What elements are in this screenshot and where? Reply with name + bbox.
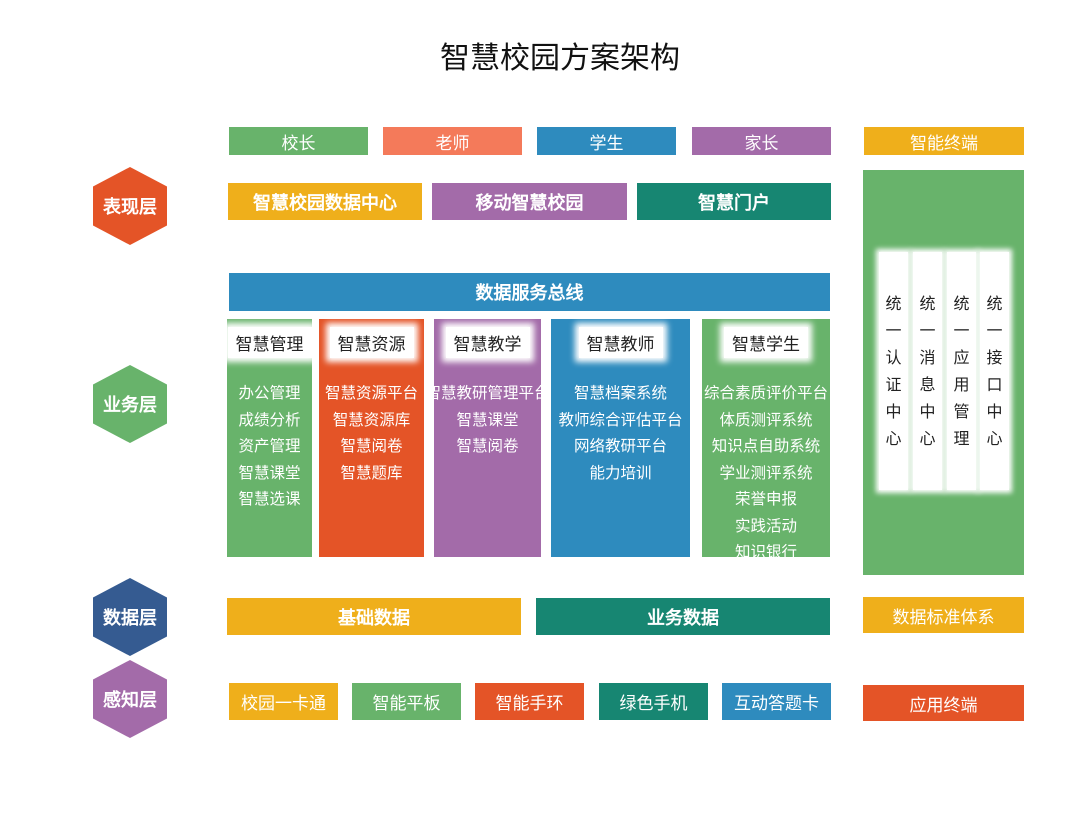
- column-item: 体质测评系统: [719, 410, 813, 429]
- unified-center-char: 证: [885, 375, 902, 394]
- device-block: 绿色手机: [599, 683, 708, 720]
- column-item: 荣誉申报: [734, 490, 797, 508]
- column-item: 智慧档案系统: [573, 384, 667, 402]
- unified-center-char: 统: [953, 294, 970, 313]
- column-header: 智慧教学: [445, 327, 530, 358]
- column-item: 智慧课堂: [456, 410, 519, 429]
- column-item: 智慧课堂: [238, 463, 301, 482]
- unified-center-char: 中: [986, 402, 1003, 421]
- unified-center-char: 一: [919, 321, 936, 340]
- unified-center-char: 中: [885, 402, 902, 421]
- layer-hexagon: 业务层: [93, 365, 167, 443]
- unified-center-char: 心: [885, 429, 902, 448]
- unified-center: 统一应用管理: [947, 252, 976, 490]
- business-column: 智慧教学智慧教研管理平台智慧课堂智慧阅卷: [426, 319, 550, 557]
- device-block: 校园一卡通: [229, 683, 338, 720]
- presentation-block: 移动智慧校园: [432, 183, 627, 220]
- business-column: 智慧学生综合素质评价平台体质测评系统知识点自助系统学业测评系统荣誉申报实践活动知…: [702, 319, 830, 561]
- role-0: 校长: [229, 127, 368, 155]
- unified-center-char: 管: [953, 402, 970, 421]
- column-item: 智慧资源平台: [324, 384, 418, 402]
- unified-center-char: 一: [885, 321, 902, 340]
- presentation-block: 智慧校园数据中心: [228, 183, 422, 220]
- layer-hexagon: 数据层: [93, 578, 167, 656]
- device-block: 互动答题卡: [722, 683, 831, 720]
- unified-center-char: 统: [919, 294, 936, 313]
- column-item: 知识点自助系统: [711, 437, 821, 455]
- column-item: 智慧资源库: [332, 410, 411, 429]
- column-item: 学业测评系统: [719, 463, 813, 482]
- terminal-header: 智能终端: [864, 127, 1024, 155]
- column-header: 智慧学生: [724, 327, 808, 358]
- column-header: 智慧教师: [578, 327, 663, 358]
- column-item: 资产管理: [238, 437, 301, 455]
- business-column: 智慧管理办公管理成绩分析资产管理智慧课堂智慧选课: [227, 319, 312, 557]
- unified-center: 统一消息中心: [913, 252, 942, 490]
- unified-center-char: 口: [986, 375, 1003, 394]
- column-item: 成绩分析: [238, 410, 301, 429]
- data-block: 基础数据: [227, 598, 521, 635]
- unified-center-char: 接: [986, 348, 1003, 367]
- layer-hexagon: 感知层: [93, 660, 167, 738]
- column-item: 智慧题库: [340, 463, 403, 482]
- data-block: 业务数据: [536, 598, 830, 635]
- column-item: 能力培训: [589, 463, 652, 482]
- unified-center-char: 理: [953, 429, 970, 448]
- column-item: 办公管理: [238, 384, 301, 402]
- data-service-bus: 数据服务总线: [229, 273, 830, 311]
- data-standard: 数据标准体系: [863, 597, 1024, 633]
- app-terminal: 应用终端: [863, 685, 1024, 721]
- device-block: 智能平板: [352, 683, 461, 720]
- business-column: 智慧教师智慧档案系统教师综合评估平台网络教研平台能力培训: [551, 319, 690, 557]
- unified-center-char: 中: [919, 402, 936, 421]
- unified-center: 统一接口中心: [980, 252, 1009, 490]
- unified-center-char: 统: [885, 294, 902, 313]
- unified-center-char: 认: [885, 348, 902, 367]
- column-item: 智慧教研管理平台: [425, 384, 550, 402]
- business-column: 智慧资源智慧资源平台智慧资源库智慧阅卷智慧题库: [319, 319, 424, 557]
- presentation-block: 智慧门户: [637, 183, 831, 220]
- unified-center-char: 消: [919, 348, 936, 367]
- unified-center-char: 心: [986, 429, 1003, 448]
- column-item: 智慧阅卷: [456, 437, 519, 455]
- unified-center: 统一认证中心: [879, 252, 908, 490]
- column-item: 智慧阅卷: [340, 437, 403, 455]
- unified-center-char: 应: [953, 348, 970, 367]
- role-2: 学生: [537, 127, 676, 155]
- unified-center-char: 一: [986, 321, 1003, 340]
- unified-center-char: 一: [953, 321, 970, 340]
- column-item: 教师综合评估平台: [558, 410, 683, 429]
- unified-center-char: 息: [919, 375, 936, 394]
- unified-center-char: 心: [919, 429, 936, 448]
- column-item: 实践活动: [734, 516, 797, 535]
- column-header: 智慧资源: [329, 327, 414, 358]
- column-item: 网络教研平台: [573, 437, 667, 455]
- column-item: 知识银行: [734, 543, 797, 561]
- column-item: 综合素质评价平台: [703, 384, 828, 402]
- role-1: 老师: [383, 127, 522, 155]
- page-title: 智慧校园方案架构: [440, 41, 680, 76]
- role-3: 家长: [692, 127, 831, 155]
- column-item: 智慧选课: [238, 490, 301, 508]
- unified-center-char: 用: [953, 375, 970, 394]
- unified-center-char: 统: [986, 294, 1003, 313]
- device-block: 智能手环: [475, 683, 584, 720]
- column-header: 智慧管理: [227, 327, 312, 358]
- layer-hexagon: 表现层: [93, 167, 167, 245]
